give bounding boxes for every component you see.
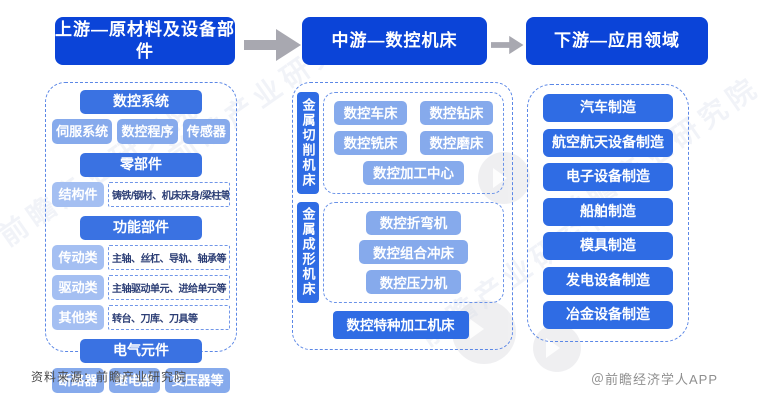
source-note: 资料来源：前瞻产业研究院 [31,370,188,384]
application-item: 船舶制造 [543,197,673,226]
machine-chip: 数控加工中心 [362,160,465,185]
application-item: 模具制造 [543,232,673,260]
component-chip: 变压器等 [165,368,231,393]
special-machine-row: 数控特种加工机床 [297,311,504,339]
section-title: 电气元件 [80,339,202,363]
credit-note: ＠前瞻经济学人APP [590,372,718,387]
section-title: 功能部件 [80,216,202,240]
component-chip: 断路器 [52,368,104,393]
category-label: 驱动类 [52,275,104,300]
component-row: 结构件铸铁/钢材、机床床身/梁柱等 [52,182,230,207]
category-desc: 铸铁/钢材、机床床身/梁柱等 [108,182,230,207]
machine-chip: 数控铣床 [334,130,408,155]
machine-chip: 数控钻床 [419,101,493,125]
component-row: 传动类主轴、丝杠、导轨、轴承等 [52,245,230,270]
component-chip-row: 伺服系统数控程序传感器 [52,119,230,144]
machine-type-label: 金属切削机床 [297,92,319,194]
category-desc: 主轴、丝杠、导轨、轴承等 [108,245,230,270]
machine-chip: 数控折弯机 [365,210,462,235]
midstream-header: 中游—数控机床 [302,17,487,65]
machine-chip: 数控磨床 [419,130,493,155]
component-chip: 数控程序 [117,119,178,144]
application-item: 汽车制造 [543,94,673,122]
category-label: 传动类 [52,245,104,270]
component-chip: 继电器 [108,368,161,393]
machine-chip: 数控车床 [334,101,408,125]
application-item: 冶金设备制造 [543,301,673,329]
component-chip: 伺服系统 [52,119,113,144]
machine-group: 金属切削机床数控车床数控钻床数控铣床数控磨床数控加工中心 [297,92,504,194]
midstream-panel: 金属切削机床数控车床数控钻床数控铣床数控磨床数控加工中心金属成形机床数控折弯机数… [292,82,513,350]
arrow-right-icon [491,35,524,55]
component-chip-row: 断路器继电器变压器等 [52,368,231,393]
machine-list: 数控车床数控钻床数控铣床数控磨床数控加工中心 [323,92,504,194]
upstream-header: 上游—原材料及设备部件 [55,17,235,65]
component-row: 其他类转台、刀库、刀具等 [52,305,230,330]
category-desc: 主轴驱动单元、进给单元等 [108,275,230,300]
section-title: 数控系统 [80,90,202,114]
component-row: 驱动类主轴驱动单元、进给单元等 [52,275,230,300]
special-machine-box: 数控特种加工机床 [332,311,469,339]
arrow-right-icon [244,29,301,61]
application-item: 航空航天设备制造 [543,128,673,157]
machine-type-label: 金属成形机床 [297,201,319,303]
machine-group: 金属成形机床数控折弯机数控组合冲床数控压力机 [297,201,504,303]
component-chip: 传感器 [182,119,230,144]
section-title: 零部件 [80,153,202,177]
category-label: 其他类 [52,305,104,330]
category-label: 结构件 [52,182,104,207]
machine-chip: 数控组合冲床 [359,240,468,265]
downstream-header: 下游—应用领域 [526,17,708,65]
application-item: 电子设备制造 [543,163,673,191]
category-desc: 转台、刀库、刀具等 [108,305,230,330]
downstream-panel: 汽车制造航空航天设备制造电子设备制造船舶制造模具制造发电设备制造冶金设备制造 [527,84,689,342]
application-item: 发电设备制造 [543,266,673,295]
upstream-panel: 数控系统伺服系统数控程序传感器零部件结构件铸铁/钢材、机床床身/梁柱等功能部件传… [45,82,237,393]
machine-list: 数控折弯机数控组合冲床数控压力机 [323,201,504,303]
machine-chip: 数控压力机 [365,270,462,294]
